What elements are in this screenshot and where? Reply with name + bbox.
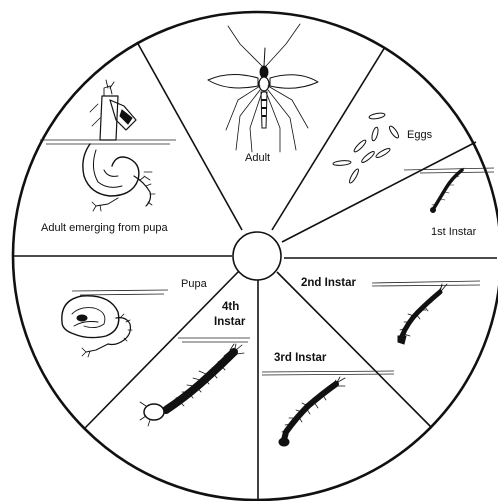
stage-label-1st-instar: 1st Instar	[431, 226, 477, 238]
stage-label-4th-instar-line2: Instar	[214, 316, 246, 328]
stage-label-pupa: Pupa	[181, 278, 208, 290]
stage-label-4th-instar-line1: 4th	[222, 301, 239, 313]
stage-label-3rd-instar: 3rd Instar	[274, 352, 327, 364]
stage-label-adult: Adult	[245, 152, 270, 164]
center-hub	[233, 232, 281, 280]
stage-label-2nd-instar: 2nd Instar	[301, 277, 356, 289]
stage-label-eggs: Eggs	[407, 129, 433, 141]
stage-label-adult-emerging: Adult emerging from pupa	[41, 222, 168, 234]
